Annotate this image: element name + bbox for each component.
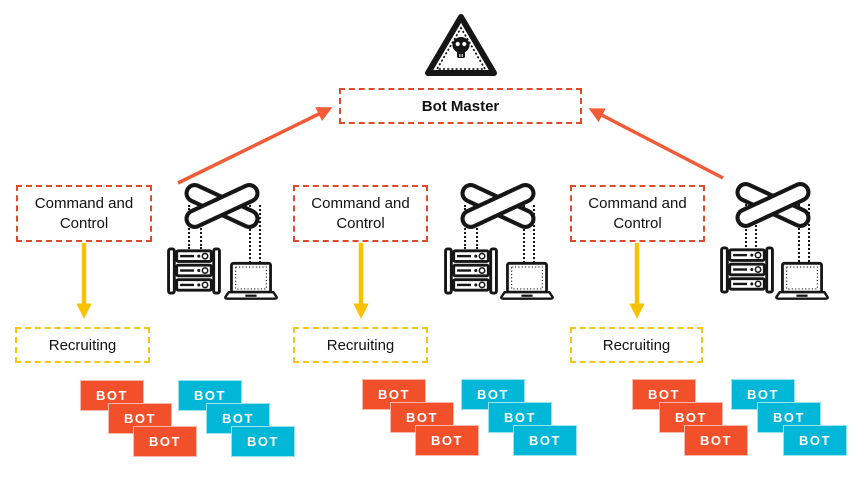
connector-line bbox=[533, 205, 535, 263]
bot-label: BOT bbox=[477, 387, 509, 402]
bot-master-label: Bot Master bbox=[421, 97, 500, 115]
bot-label: BOT bbox=[431, 433, 463, 448]
laptop-icon bbox=[224, 261, 278, 300]
recruiting-node-2: Recruiting bbox=[293, 327, 428, 363]
command-control-node-2: Command and Control bbox=[293, 185, 428, 242]
command-control-label: Command and Control bbox=[311, 194, 410, 232]
bot-node: BOT bbox=[783, 425, 847, 456]
bot-label: BOT bbox=[406, 410, 438, 425]
bot-label: BOT bbox=[149, 434, 181, 449]
connector-line bbox=[808, 204, 810, 262]
laptop-icon bbox=[500, 261, 554, 300]
network-switch-icon bbox=[184, 183, 260, 229]
arrow-right-switch-to-botmaster bbox=[588, 108, 724, 180]
bot-label: BOT bbox=[675, 410, 707, 425]
bot-node: BOT bbox=[684, 425, 748, 456]
connector-line bbox=[259, 205, 261, 263]
bot-label: BOT bbox=[799, 433, 831, 448]
arrow-left-switch-to-botmaster bbox=[177, 107, 333, 185]
bot-node: BOT bbox=[231, 426, 295, 457]
connector-line bbox=[523, 205, 525, 263]
recruiting-label: Recruiting bbox=[602, 336, 671, 354]
command-control-node-3: Command and Control bbox=[570, 185, 705, 242]
recruiting-node-3: Recruiting bbox=[570, 327, 703, 363]
bot-label: BOT bbox=[700, 433, 732, 448]
laptop-icon bbox=[775, 261, 829, 300]
bot-node: BOT bbox=[415, 425, 479, 456]
bot-label: BOT bbox=[648, 387, 680, 402]
recruiting-node-1: Recruiting bbox=[15, 327, 150, 363]
bot-master-node: Bot Master bbox=[339, 88, 582, 124]
bot-label: BOT bbox=[529, 433, 561, 448]
bot-label: BOT bbox=[773, 410, 805, 425]
server-rack-icon bbox=[167, 247, 221, 295]
server-rack-icon bbox=[444, 247, 498, 295]
bot-label: BOT bbox=[222, 411, 254, 426]
bot-node: BOT bbox=[513, 425, 577, 456]
network-switch-icon bbox=[460, 183, 536, 229]
bot-label: BOT bbox=[96, 388, 128, 403]
bot-label: BOT bbox=[247, 434, 279, 449]
bot-label: BOT bbox=[378, 387, 410, 402]
network-switch-icon bbox=[735, 182, 811, 228]
bot-label: BOT bbox=[194, 388, 226, 403]
skull-warning-icon bbox=[425, 14, 497, 76]
bot-label: BOT bbox=[124, 411, 156, 426]
bot-node: BOT bbox=[133, 426, 197, 457]
recruiting-label: Recruiting bbox=[48, 336, 117, 354]
command-control-label: Command and Control bbox=[588, 194, 687, 232]
connector-line bbox=[798, 204, 800, 262]
server-rack-icon bbox=[720, 246, 774, 294]
command-control-node-1: Command and Control bbox=[16, 185, 152, 242]
connector-line bbox=[755, 204, 757, 247]
connector-line bbox=[249, 205, 251, 263]
recruiting-label: Recruiting bbox=[326, 336, 395, 354]
command-control-label: Command and Control bbox=[34, 194, 134, 232]
bot-label: BOT bbox=[504, 410, 536, 425]
bot-label: BOT bbox=[747, 387, 779, 402]
